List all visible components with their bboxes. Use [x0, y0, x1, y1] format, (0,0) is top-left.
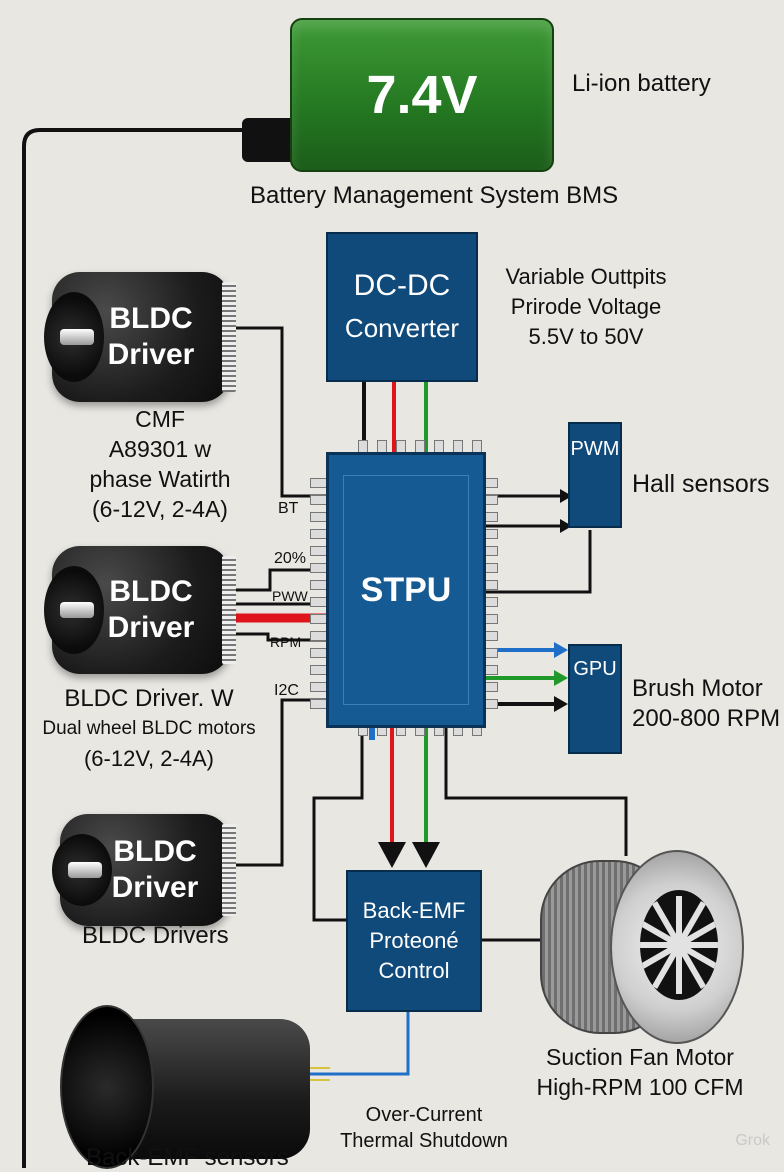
wire-fan [444, 722, 628, 856]
wire-motor2-c [230, 632, 326, 642]
bldc-driver-motor-1: BLDC Driver [44, 272, 236, 402]
dcdc-note-line: 5.5V to 50V [528, 324, 644, 349]
back-emf-control-box: Back-EMF Proteoné Control [346, 870, 482, 1012]
pin-label-pwm: PWW [272, 588, 308, 604]
pin-label-percent: 20% [274, 550, 307, 567]
motor1-caption-line: A89301 w [108, 436, 212, 462]
bldc-driver-motor-3: BLDC Driver [52, 814, 236, 926]
pin-label-rpm: RPM [270, 634, 302, 650]
wire-pwm-3 [480, 530, 592, 594]
bms-label: Battery Management System BMS [250, 182, 619, 209]
motor3-line1: BLDC [113, 835, 197, 868]
pin-label-bt: BT [278, 500, 299, 517]
gpu-box: GPU [568, 644, 622, 754]
pin-label-i2c: I2C [274, 682, 299, 699]
dcdc-note: Variable Outtpits Prirode Voltage 5.5V t… [496, 262, 676, 352]
back-emf-sensor [60, 1005, 310, 1169]
motor2-caption-line: BLDC Driver. W [64, 685, 234, 712]
motor2-line1: BLDC [109, 575, 193, 608]
bemf-line1: Back-EMF [362, 898, 466, 923]
motor-shaft-icon [60, 329, 94, 345]
motor2-line2: Driver [107, 611, 195, 644]
watermark: Grok [735, 1132, 770, 1149]
wire-motor3 [232, 698, 326, 867]
motor1-caption-line: (6-12V, 2-4A) [92, 496, 228, 522]
wire-motor2-a [230, 568, 326, 592]
stpu-chip: STPU [326, 452, 486, 728]
brush-motor-label: Brush Motor 200-800 RPM [632, 674, 780, 734]
motor2-caption-line: Dual wheel BLDC motors [42, 718, 256, 739]
battery-connector [242, 118, 292, 162]
sensor-fan-icon [60, 1005, 154, 1169]
hall-sensors-label: Hall sensors [632, 470, 770, 498]
battery-type-label: Li-ion battery [572, 70, 711, 97]
fan-motor-line: High-RPM 100 CFM [536, 1074, 744, 1100]
battery: 7.4V [290, 18, 554, 172]
dcdc-line2: Converter [344, 313, 460, 343]
wire-bemf-left [312, 722, 364, 922]
motor-shaft-icon [60, 602, 94, 618]
motor1-caption-line: phase Watirth [89, 466, 231, 492]
bemf-line3: Control [378, 958, 450, 983]
motor1-caption-line: CMF [135, 406, 185, 432]
motor2-caption: BLDC Driver. W Dual wheel BLDC motors (6… [14, 684, 284, 774]
fan-blades-icon [640, 890, 718, 1000]
wire-sensor-blue [300, 1008, 410, 1076]
motor-shaft-icon [68, 862, 102, 878]
dcdc-line1: DC-DC [353, 269, 451, 302]
dcdc-note-line: Variable Outtpits [505, 264, 667, 289]
chip-pins-bottom [358, 722, 491, 736]
dcdc-note-line: Prirode Voltage [510, 294, 662, 319]
fan-motor-label: Suction Fan Motor High-RPM 100 CFM [530, 1042, 750, 1102]
back-emf-sensors-label: Back-EMF sensors [86, 1144, 289, 1171]
motor1-caption: CMF A89301 w phase Watirth (6-12V, 2-4A) [60, 404, 260, 524]
brush-motor-line: 200-800 RPM [632, 705, 781, 732]
suction-fan-motor [540, 850, 744, 1044]
motor2-caption-line: (6-12V, 2-4A) [83, 746, 215, 771]
bemf-line2: Proteoné [369, 928, 459, 953]
motor3-caption: BLDC Drivers [82, 922, 229, 949]
dcdc-converter-box: DC-DC Converter [326, 232, 478, 382]
motor1-line2: Driver [107, 338, 195, 371]
brush-motor-line: Brush Motor [632, 675, 763, 702]
chip-label: STPU [360, 570, 452, 609]
pwm-label: PWM [570, 438, 620, 460]
fan-face [610, 850, 744, 1044]
chip-pins-top [358, 440, 491, 454]
battery-voltage: 7.4V [366, 65, 478, 125]
over-current-label: Over-Current Thermal Shutdown [326, 1102, 522, 1154]
wire-motor1 [232, 326, 326, 498]
motor3-line2: Driver [111, 871, 199, 904]
over-current-line: Thermal Shutdown [340, 1130, 508, 1152]
over-current-line: Over-Current [365, 1104, 483, 1126]
fan-motor-line: Suction Fan Motor [546, 1044, 734, 1070]
gpu-label: GPU [573, 658, 617, 680]
battery-cable [22, 128, 244, 1168]
pwm-box: PWM [568, 422, 622, 528]
motor1-line1: BLDC [109, 302, 193, 335]
bldc-driver-motor-2: BLDC Driver [44, 546, 236, 674]
